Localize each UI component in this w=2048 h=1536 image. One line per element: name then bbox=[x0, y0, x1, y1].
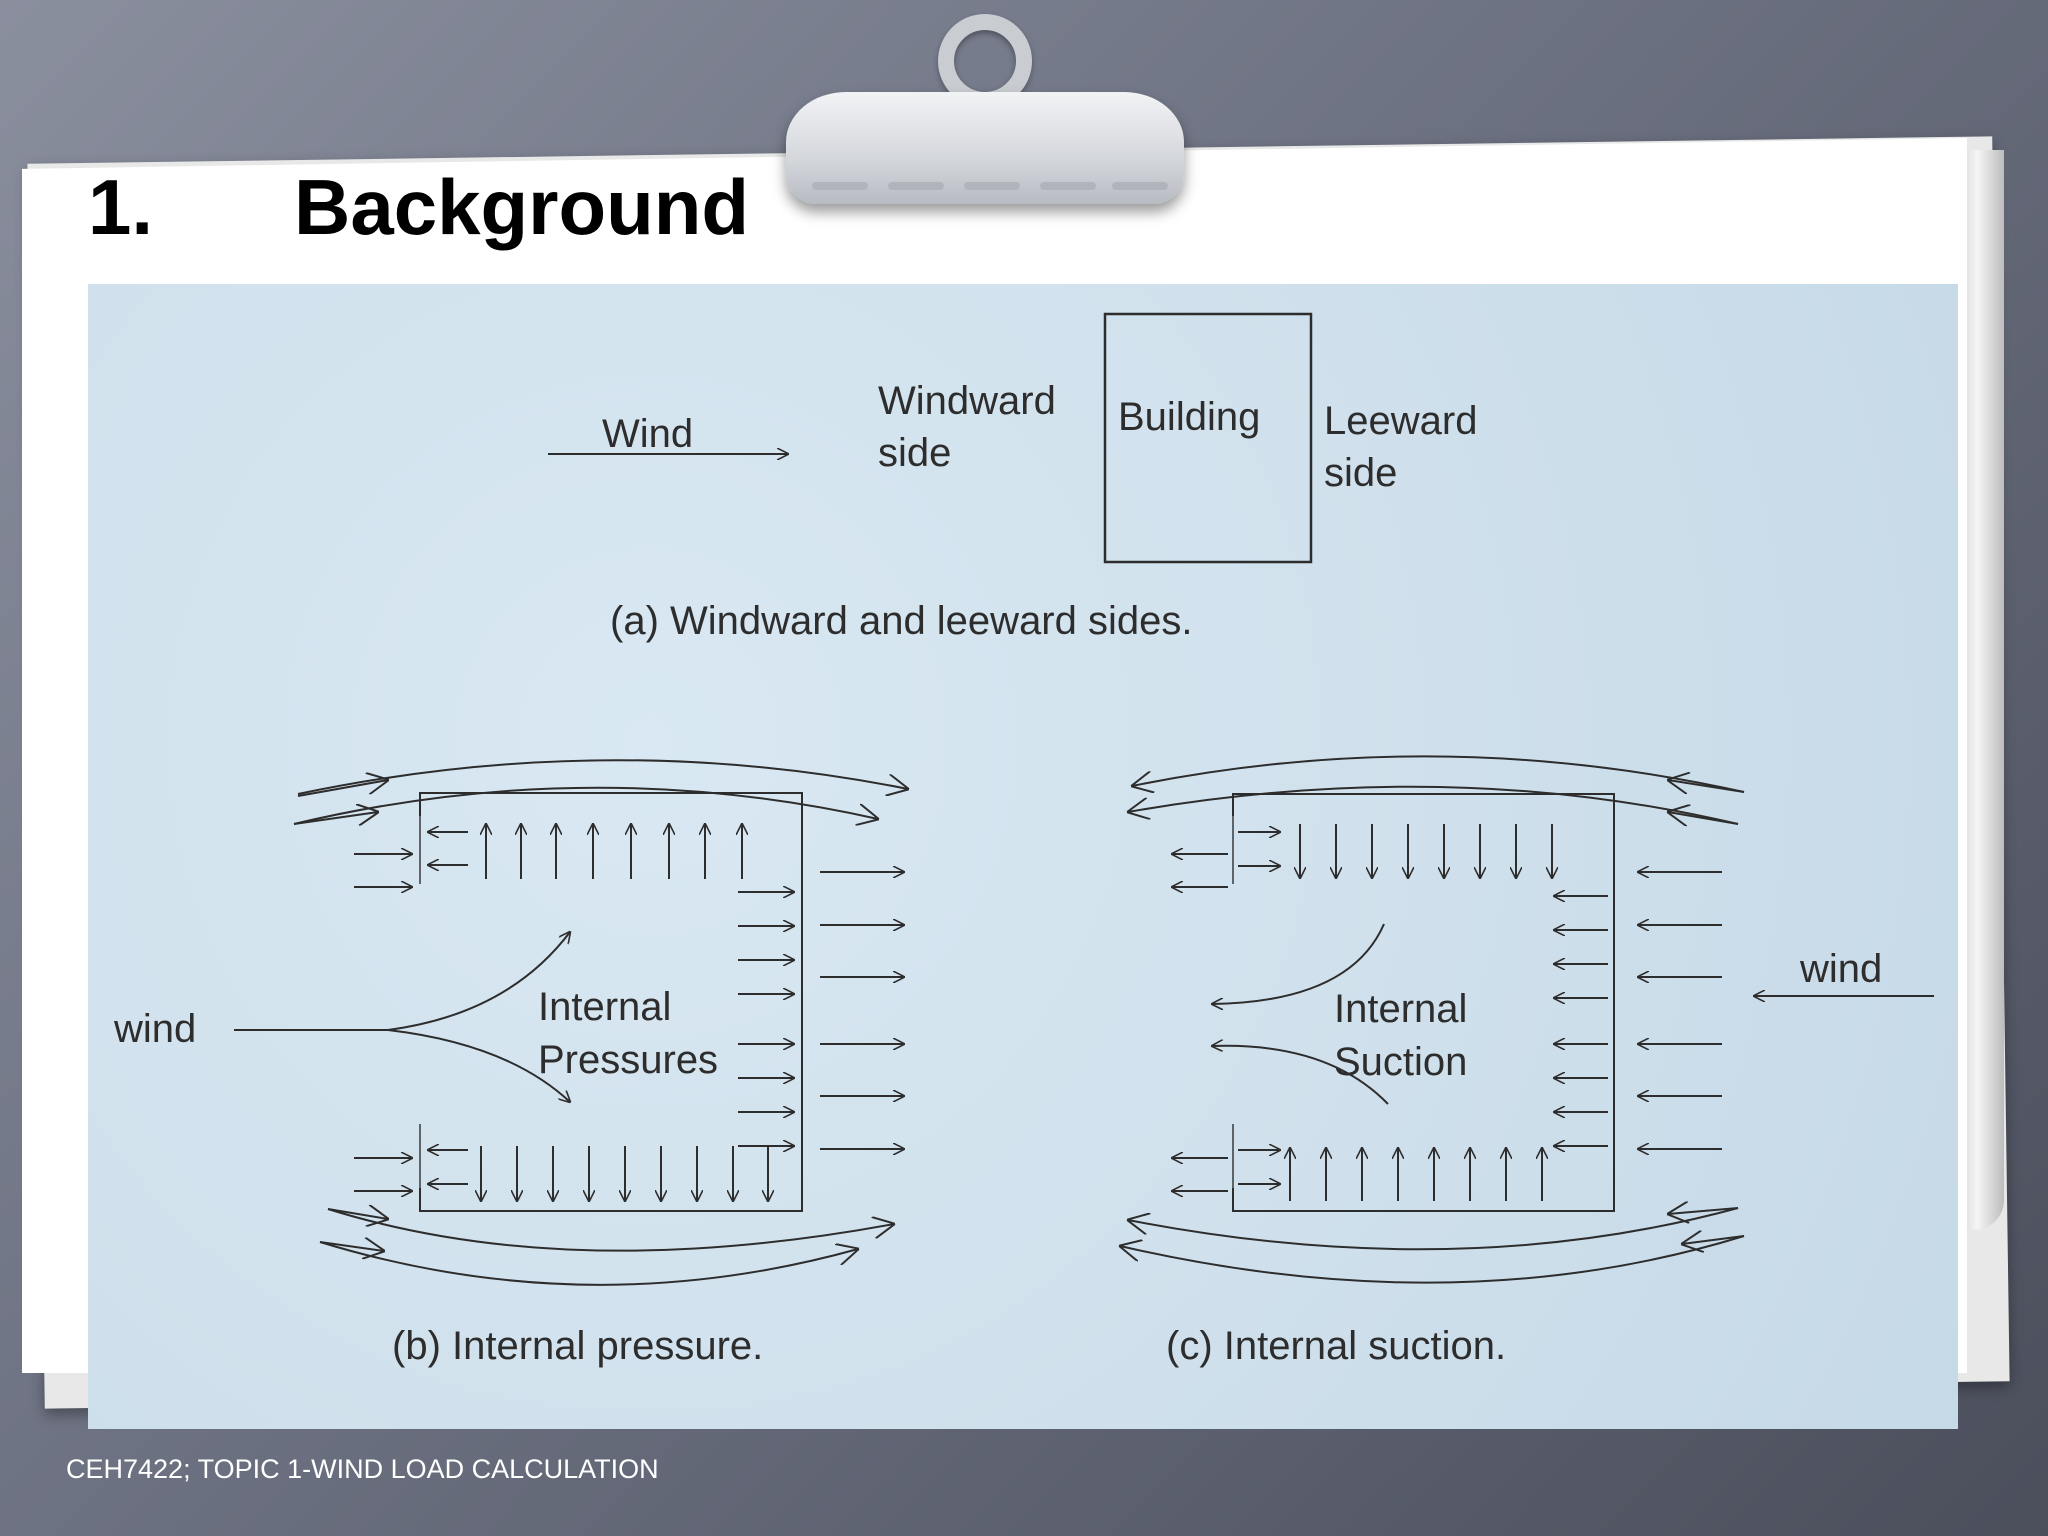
top-streamlines-c bbox=[1128, 755, 1745, 824]
suction-curve-lower bbox=[1212, 1046, 1389, 1105]
panel-a-wind-label: Wind bbox=[602, 412, 693, 456]
panel-c-center-line1: Internal bbox=[1334, 987, 1467, 1031]
building-rect bbox=[1103, 312, 1313, 564]
wind-branch-up bbox=[234, 932, 570, 1031]
panel-b-center-line2: Pressures bbox=[538, 1038, 718, 1082]
top-streamlines bbox=[293, 759, 908, 824]
floor-up-arrows bbox=[1290, 1148, 1542, 1201]
panel-c bbox=[1120, 755, 1934, 1284]
slide-title: 1.Background bbox=[88, 168, 749, 246]
suction-curve-upper bbox=[1212, 923, 1385, 1004]
clip-dash bbox=[964, 182, 1020, 190]
internal-right-arrows bbox=[738, 892, 794, 1146]
panel-b bbox=[234, 759, 908, 1286]
panel-a-caption: (a) Windward and leeward sides. bbox=[610, 599, 1192, 643]
corner-left-arrows bbox=[428, 832, 468, 1184]
building-label: Building bbox=[1118, 395, 1260, 439]
wind-diagram: Wind Windward side Building Leeward side… bbox=[113, 312, 1934, 1368]
clip-dash bbox=[1040, 182, 1096, 190]
internal-left-arrows bbox=[1554, 896, 1608, 1146]
paper-curl bbox=[1960, 150, 2004, 1230]
wind-diagram-figure: Wind Windward side Building Leeward side… bbox=[88, 284, 1958, 1429]
corner-right-arrows bbox=[1238, 832, 1280, 1184]
clip-dash bbox=[1112, 182, 1168, 190]
panel-c-center-line2: Suction bbox=[1334, 1040, 1467, 1084]
title-text: Background bbox=[294, 163, 750, 251]
roof-up-arrows bbox=[486, 824, 742, 879]
roof-down-arrows bbox=[1300, 824, 1552, 878]
windward-label-line1: Windward bbox=[878, 379, 1056, 423]
panel-b-center-line1: Internal bbox=[538, 985, 671, 1029]
title-number: 1. bbox=[88, 163, 154, 251]
panel-b-caption: (b) Internal pressure. bbox=[392, 1324, 763, 1368]
clip-dash bbox=[888, 182, 944, 190]
panel-c-wind-label: wind bbox=[1799, 947, 1882, 991]
slide-footer: CEH7422; TOPIC 1-WIND LOAD CALCULATION bbox=[66, 1454, 659, 1484]
windward-label-line2: side bbox=[878, 431, 951, 475]
external-left-arrows bbox=[1638, 872, 1722, 1149]
wind-branch-down bbox=[387, 1029, 570, 1102]
building-b-outline bbox=[419, 792, 803, 1212]
clip-dash bbox=[812, 182, 868, 190]
panel-b-wind-label: wind bbox=[113, 1007, 196, 1051]
panel-c-caption: (c) Internal suction. bbox=[1166, 1324, 1506, 1368]
panel-a: Wind Windward side Building Leeward side… bbox=[548, 312, 1477, 643]
leeward-label-line1: Leeward bbox=[1324, 399, 1477, 443]
bottom-streamlines-c bbox=[1120, 1208, 1745, 1284]
floor-down-arrows bbox=[481, 1146, 768, 1201]
outflow-arrows bbox=[1172, 854, 1228, 1191]
external-right-arrows bbox=[820, 872, 904, 1149]
bottom-streamlines bbox=[319, 1209, 894, 1286]
leeward-label-line2: side bbox=[1324, 451, 1397, 495]
inflow-arrows bbox=[354, 854, 412, 1191]
